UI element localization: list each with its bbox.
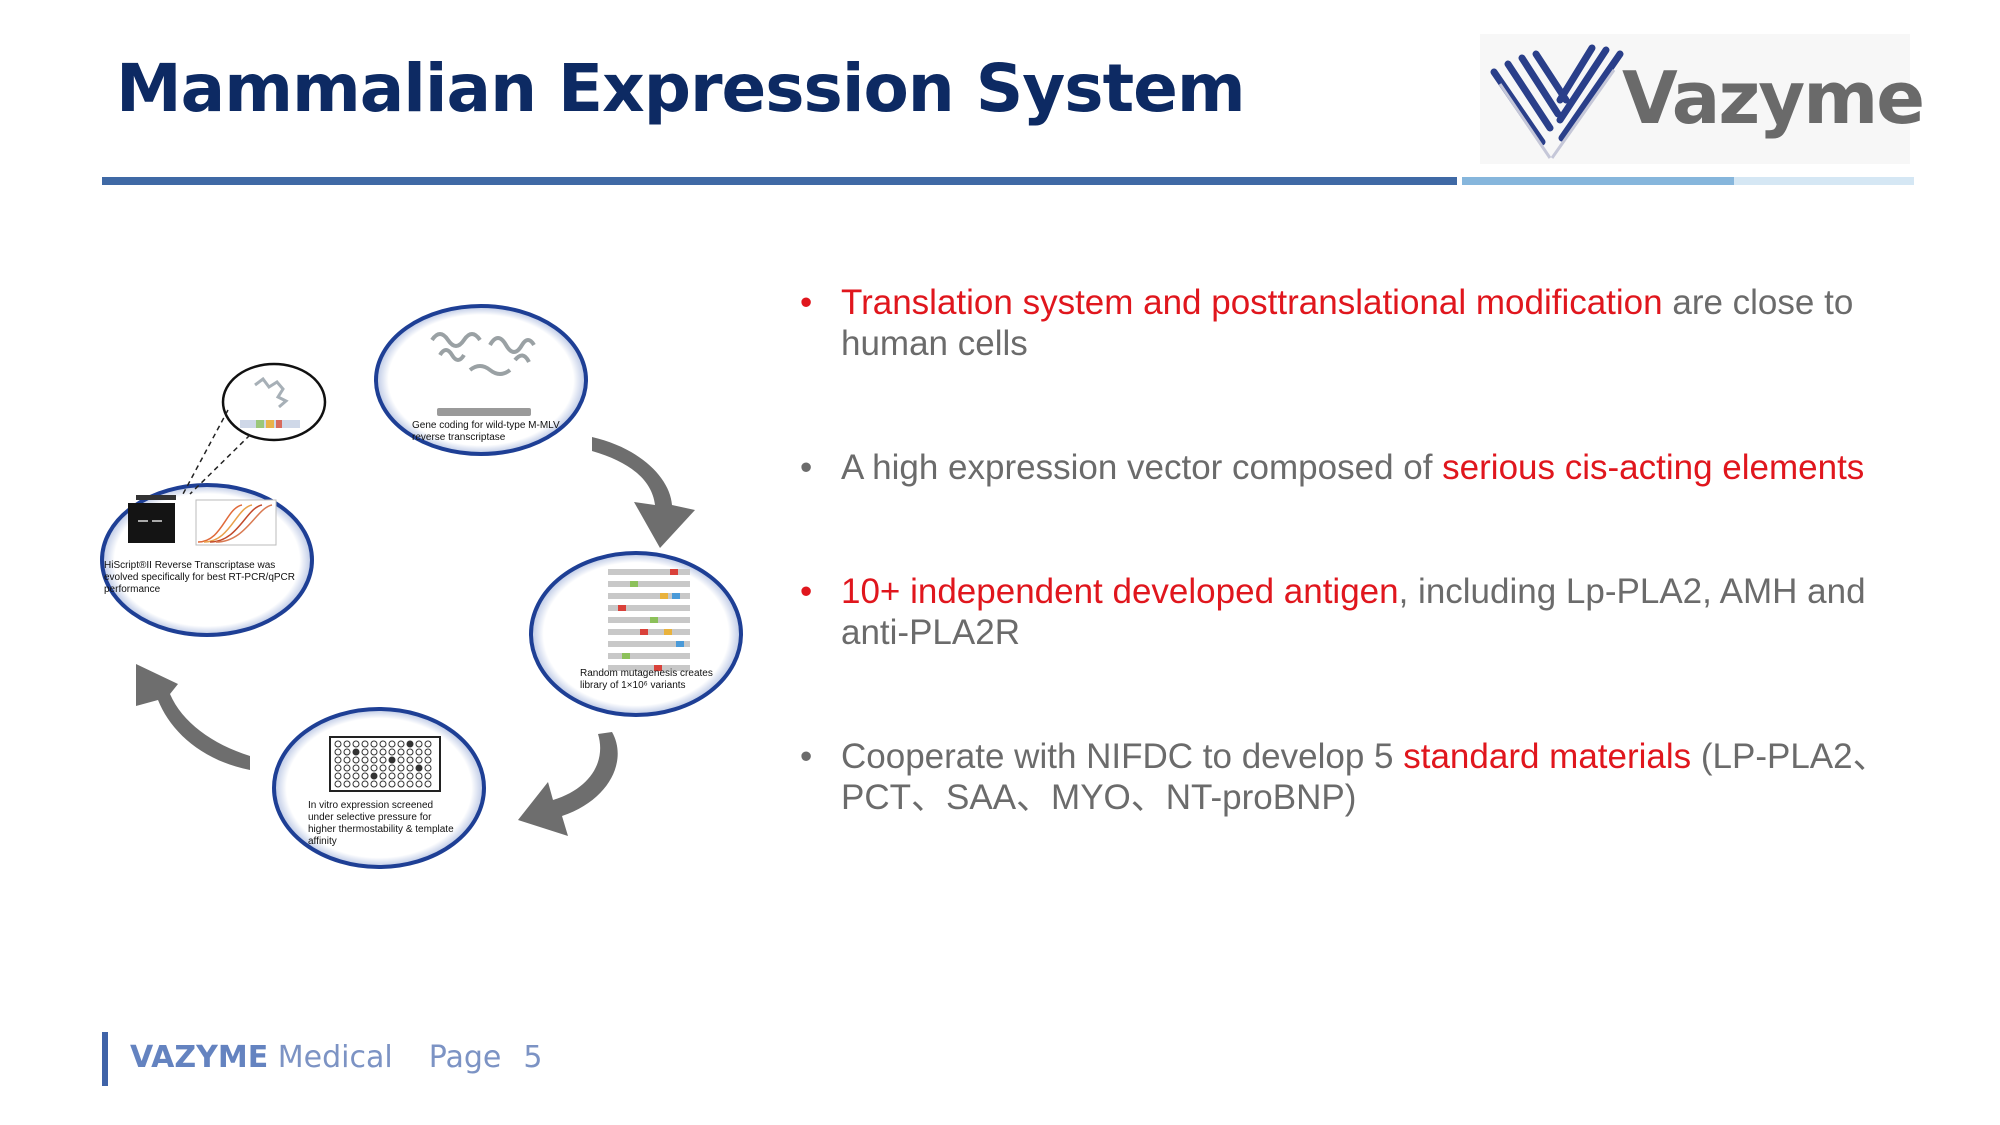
protein-structure: [430, 332, 536, 376]
bullet-text: A high expression vector composed of: [841, 448, 1443, 487]
bullet-list: • Translation system and posttranslation…: [800, 282, 1920, 901]
bullet-text: , including Lp-PLA2, AMH and anti-PLA2R: [841, 572, 1866, 652]
bullet-text: Cooperate with NIFDC to develop 5: [841, 737, 1404, 776]
page-title: Mammalian Expression System: [116, 50, 1246, 127]
gene-bar: [437, 408, 531, 416]
circle-mutagenesis-label: Random mutagenesis creates library of 1×…: [580, 668, 713, 691]
bullet-highlight: serious cis-acting elements: [1442, 448, 1865, 487]
arrow-2-to-3: [518, 732, 618, 836]
logo-text: Vazyme: [1622, 56, 1925, 140]
bullet-dot: •: [800, 283, 813, 322]
header-rule-dark: [102, 177, 1457, 185]
qpcr-figure: [128, 495, 277, 546]
footer-page-label: Page: [428, 1040, 502, 1075]
bullet-highlight: 10+ independent developed antigen: [841, 572, 1399, 611]
page-number: 5: [523, 1040, 543, 1075]
bullet-item: • A high expression vector composed of s…: [800, 447, 1920, 488]
header-rule-mid: [1462, 177, 1734, 185]
cycle-arrows: [136, 437, 695, 836]
footer-brand: VAZYME: [130, 1040, 269, 1075]
circle-wild-type-label: Gene coding for wild-type M-MLV reverse …: [412, 420, 560, 443]
arrow-1-to-2: [592, 437, 695, 548]
arrow-3-to-4: [136, 664, 250, 770]
bullet-highlight: Translation system and posttranslational…: [841, 283, 1663, 322]
header-rule-light: [1734, 177, 1914, 185]
footer: VAZYME Medical Page 5: [130, 1040, 542, 1075]
zoom-bubble: [221, 362, 327, 442]
circle-screening-label: In vitro expression screened under selec…: [308, 800, 454, 847]
plasmid-graphic: [240, 376, 300, 428]
bullet-item: • 10+ independent developed antigen, inc…: [800, 571, 1920, 653]
footer-brand-suffix: Medical: [268, 1040, 393, 1075]
footer-accent-bar: [102, 1032, 108, 1086]
diagram-graphics: [100, 304, 743, 869]
bullet-text: (LP-PLA2、PCT、SAA、MYO、NT-proBNP): [841, 737, 1888, 817]
bullet-dot: •: [800, 448, 813, 487]
bullet-dot: •: [800, 737, 813, 776]
directed-evolution-diagram: Gene coding for wild-type M-MLV reverse …: [0, 0, 780, 900]
bullet-highlight: standard materials: [1403, 737, 1692, 776]
bullet-item: • Cooperate with NIFDC to develop 5 stan…: [800, 736, 1920, 818]
vazyme-logo-icon: [1490, 44, 1624, 159]
bullet-dot: •: [800, 572, 813, 611]
bullet-text: are close to human cells: [841, 283, 1854, 363]
vazyme-logo: Vazyme: [1480, 34, 1925, 164]
mutation-library: [608, 569, 690, 671]
bullet-item: • Translation system and posttranslation…: [800, 282, 1920, 364]
circle-hiscript-label: HiScript®II Reverse Transcriptase was ev…: [104, 560, 295, 595]
well-plate: [329, 736, 441, 792]
